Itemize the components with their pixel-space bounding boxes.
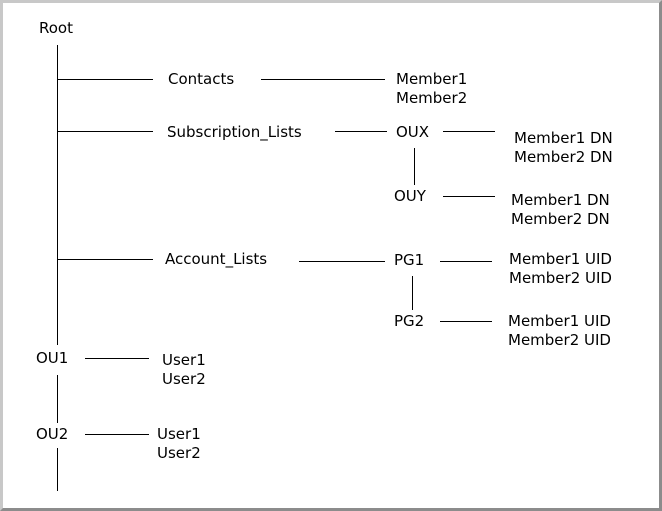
root-subscription-line: [57, 131, 153, 132]
oux-member-2: Member2 DN: [514, 148, 613, 166]
root-account-line: [57, 259, 153, 260]
contacts-member-1: Member1: [396, 70, 468, 88]
ouy-label: OUY: [394, 187, 426, 205]
ouy-members-line: [443, 196, 495, 197]
ou2-label: OU2: [36, 425, 69, 443]
pg2-members-line: [440, 321, 492, 322]
pg2-member-1: Member1 UID: [508, 312, 611, 330]
root-label: Root: [39, 19, 73, 37]
ou2-user-2: User2: [157, 444, 201, 462]
ou1-users-line: [85, 358, 149, 359]
ou1-ou2-line: [57, 375, 58, 423]
contacts-member-2: Member2: [396, 89, 468, 107]
pg1-members-line: [440, 261, 492, 262]
pg1-label: PG1: [394, 251, 425, 269]
subscription-lists-label: Subscription_Lists: [167, 123, 302, 141]
pg2-label: PG2: [394, 312, 425, 330]
pg1-pg2-line: [412, 276, 413, 310]
oux-members-line: [443, 131, 495, 132]
subscription-oux-line: [335, 131, 387, 132]
pg1-member-2: Member2 UID: [509, 269, 612, 287]
oux-member-1: Member1 DN: [514, 129, 613, 147]
pg1-member-1: Member1 UID: [509, 250, 612, 268]
account-lists-label: Account_Lists: [165, 250, 268, 268]
root-contacts-line: [57, 79, 153, 80]
contacts-label: Contacts: [168, 70, 235, 88]
ouy-member-1: Member1 DN: [511, 191, 610, 209]
ou2-tail-line: [57, 448, 58, 491]
ouy-member-2: Member2 DN: [511, 210, 610, 228]
ou1-user-1: User1: [162, 351, 206, 369]
ou1-label: OU1: [36, 349, 69, 367]
contacts-members-line: [261, 79, 385, 80]
oux-label: OUX: [396, 123, 430, 141]
root-trunk-line: [57, 45, 58, 345]
ou2-users-line: [85, 434, 149, 435]
ou1-user-2: User2: [162, 370, 206, 388]
account-pg1-line: [299, 261, 385, 262]
oux-ouy-line: [414, 148, 415, 185]
ou2-user-1: User1: [157, 425, 201, 443]
pg2-member-2: Member2 UID: [508, 331, 611, 349]
